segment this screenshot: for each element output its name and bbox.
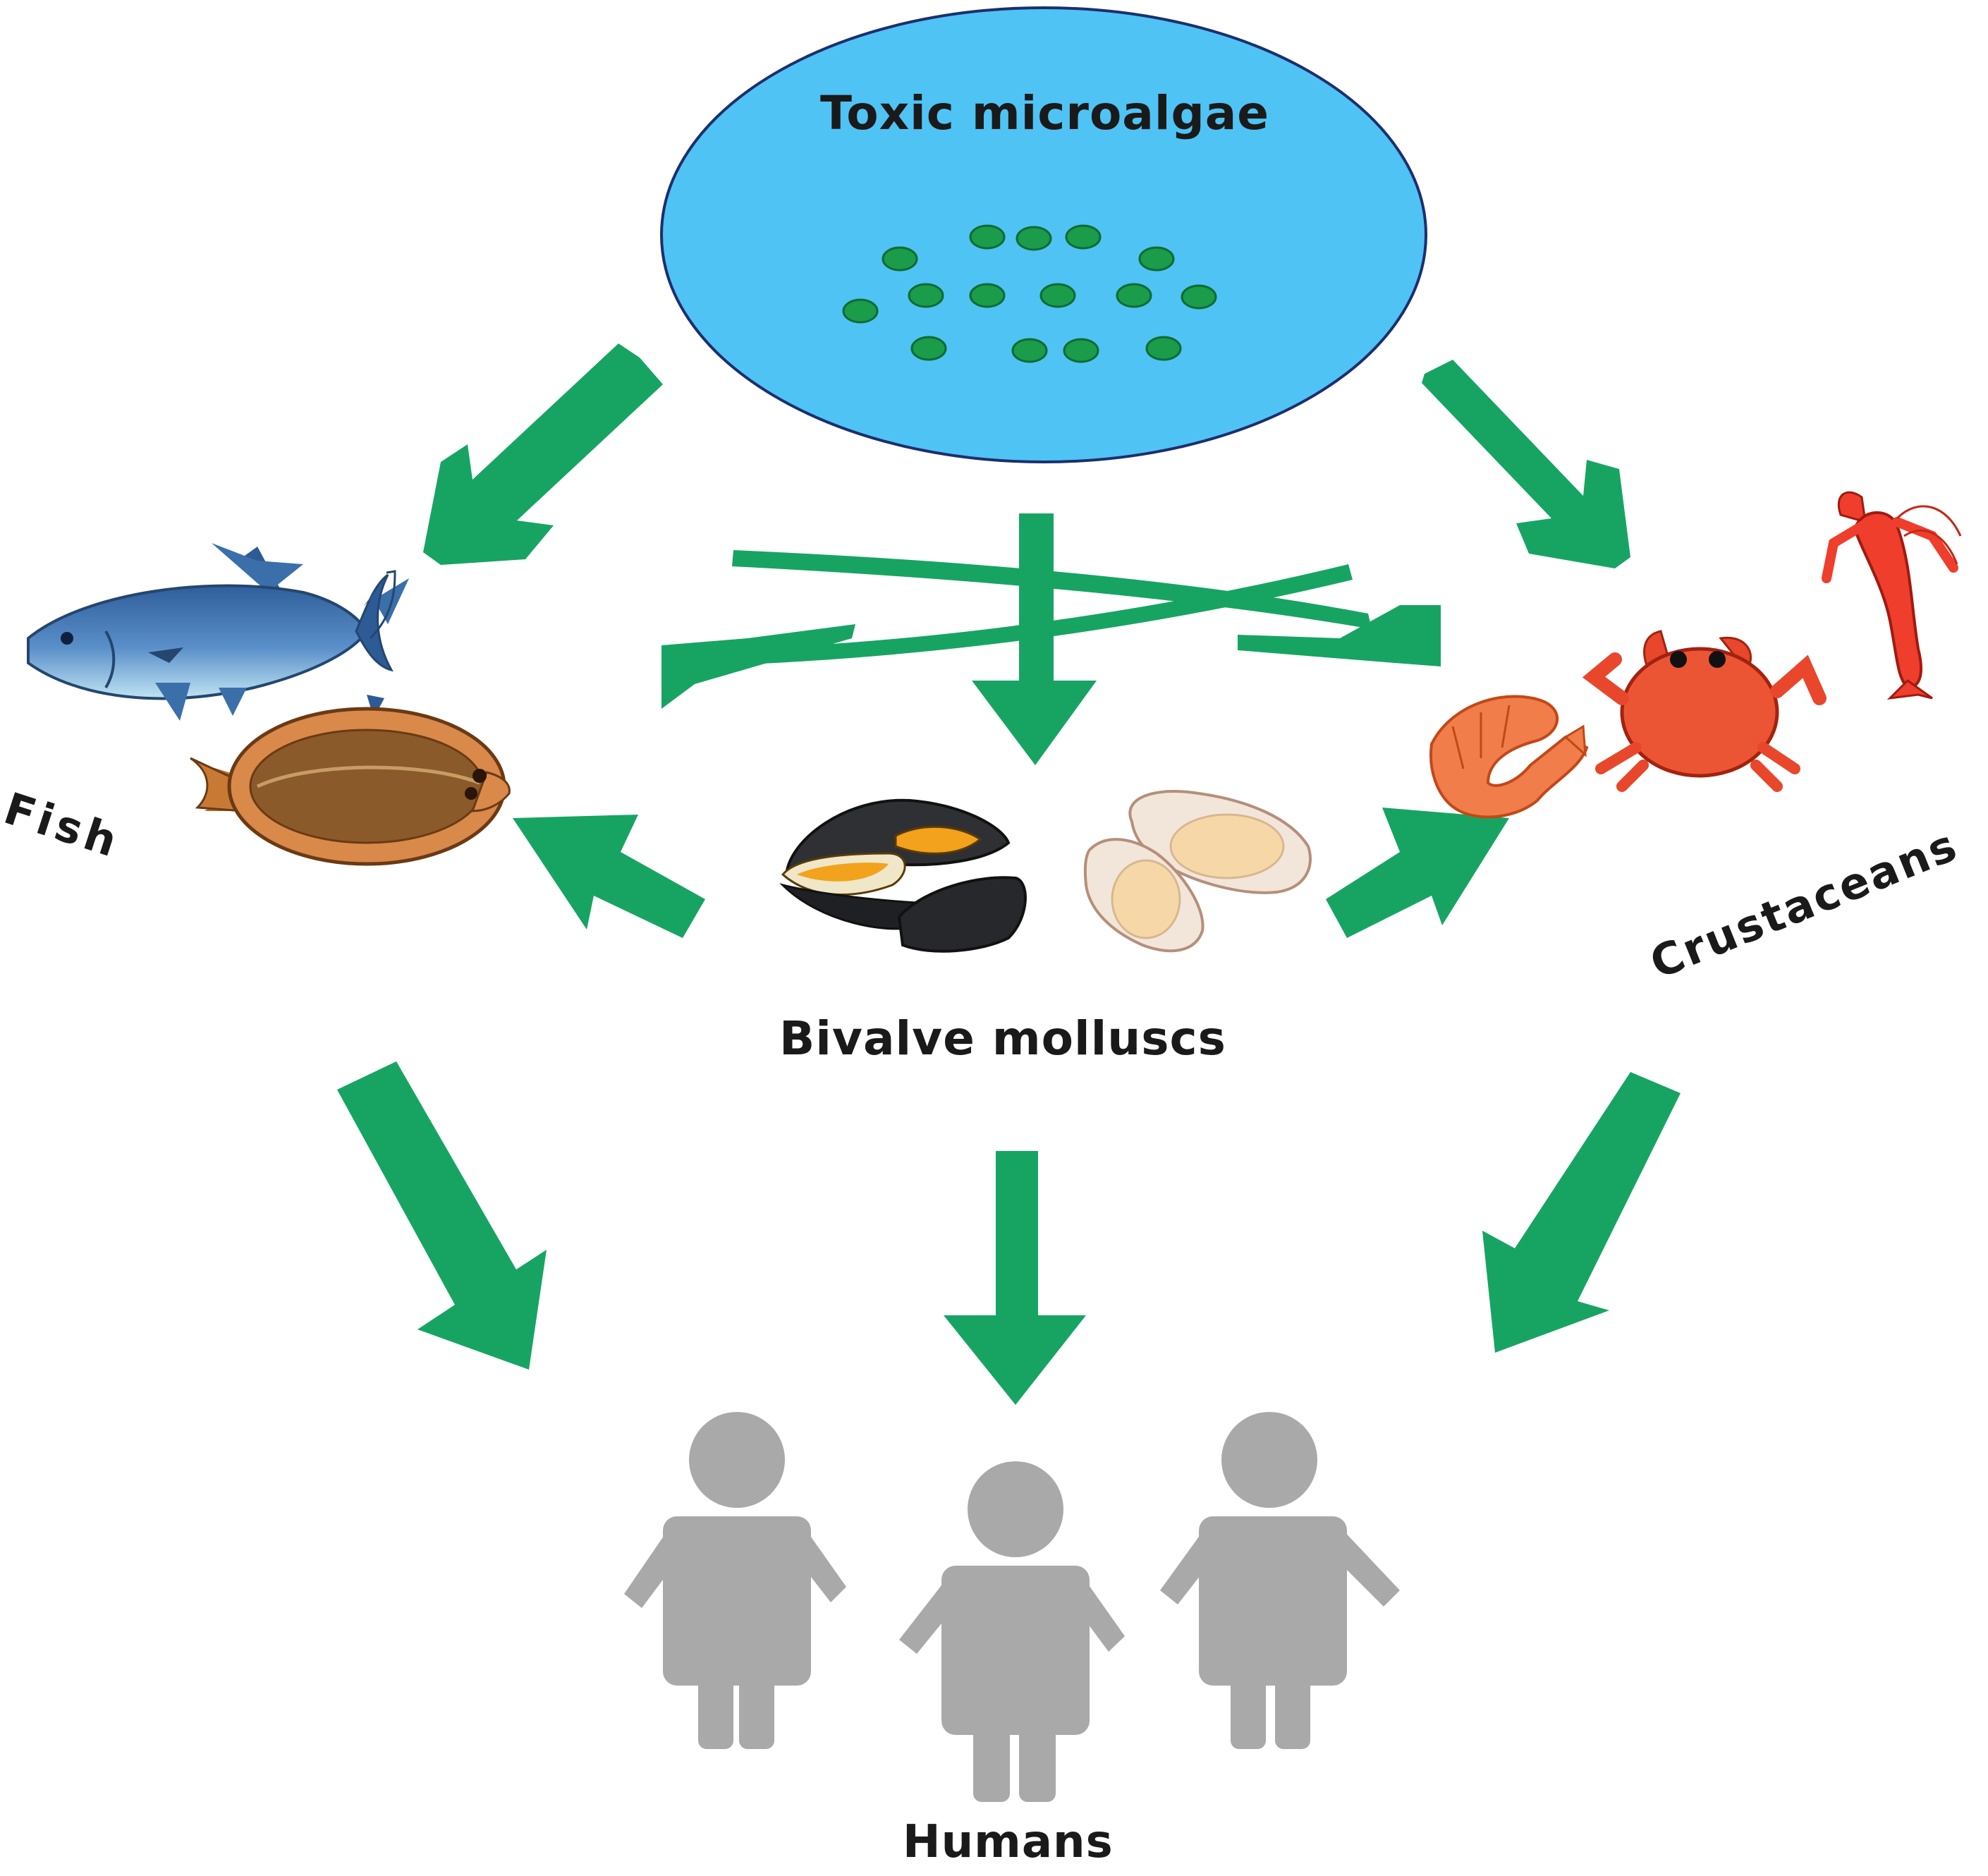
algae-cell-icon	[910, 336, 947, 361]
algae-cell-icon	[1016, 226, 1052, 251]
algae-cell-icon	[882, 246, 918, 272]
algae-cell-icon	[969, 224, 1006, 250]
microalgae-pool	[660, 6, 1427, 463]
oyster-icon	[1083, 790, 1312, 953]
microalgae-label: Toxic microalgae	[820, 86, 1270, 140]
arrow-bivalves-to-humans	[944, 1151, 1086, 1405]
arrow-crustaceans-to-fish	[746, 564, 1353, 664]
arrow-algae-to-fish	[423, 343, 663, 565]
mussel-icon	[779, 798, 1027, 953]
algae-cell-icon	[1063, 338, 1099, 363]
crab-icon	[1582, 630, 1827, 792]
algae-cell-icon	[1065, 224, 1102, 250]
arrow-algae-to-crustaceans	[1422, 360, 1630, 568]
shrimp-icon	[1429, 695, 1589, 819]
person-icon	[1160, 1412, 1400, 1749]
arrow-algae-to-bivalves	[972, 513, 1097, 765]
transfer-arrows	[337, 343, 1681, 1405]
arrow-fish-to-crustaceans-head	[1238, 605, 1441, 666]
bivalve-molluscs-label: Bivalve molluscs	[779, 1011, 1226, 1066]
algae-cell-icon	[1011, 338, 1048, 363]
flounder-icon	[190, 707, 511, 866]
arrow-fish-to-humans	[337, 1061, 547, 1370]
arrow-bivalves-to-crustaceans	[1326, 808, 1509, 938]
person-icon	[624, 1412, 846, 1749]
crayfish-icon	[1822, 491, 1962, 700]
person-icon	[899, 1461, 1125, 1802]
arrow-crustaceans-to-humans	[1482, 1072, 1681, 1353]
bivalve-group	[779, 790, 1312, 953]
humans-group	[624, 1412, 1400, 1802]
tuna-icon	[27, 543, 409, 721]
fish-group	[27, 543, 511, 866]
algae-cell-icon	[908, 283, 944, 308]
arrow-fish-to-crustaceans	[732, 550, 1372, 629]
algae-cell-icon	[842, 298, 879, 324]
algae-cell-icon	[1181, 284, 1217, 310]
algae-cell-icon	[1116, 283, 1152, 308]
arrow-bivalves-to-fish	[513, 815, 705, 938]
algae-cell-icon	[1039, 283, 1076, 308]
humans-label: Humans	[903, 1816, 1114, 1868]
algae-cell-icon	[1145, 336, 1182, 361]
algae-cell-icon	[969, 283, 1006, 308]
arrow-crustaceans-to-fish-head	[661, 624, 855, 709]
algae-cell-icon	[1138, 246, 1175, 272]
crustacean-group	[1429, 491, 1962, 819]
algae-cells	[842, 224, 1217, 363]
